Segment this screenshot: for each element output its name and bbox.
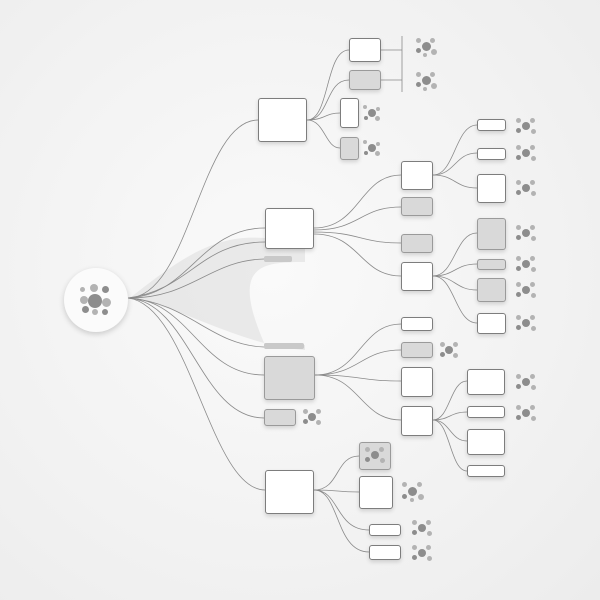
dot-cluster-icon: [514, 143, 538, 165]
dot-cluster-icon: [514, 116, 538, 138]
dot-cluster-icon: [410, 543, 434, 565]
leaf-node-2a2[interactable]: [477, 148, 506, 160]
branch-node-2[interactable]: [265, 208, 314, 249]
dot-cluster-icon: [514, 254, 538, 276]
dot-cluster-icon: [514, 403, 538, 425]
child-node-3b[interactable]: [401, 342, 433, 358]
child-node-2b[interactable]: [401, 197, 433, 216]
dot-cluster-icon: [410, 518, 434, 540]
leaf-node-2d3[interactable]: [477, 278, 506, 302]
child-node-1b[interactable]: [349, 70, 381, 90]
child-node-3-side[interactable]: [264, 409, 296, 426]
leaf-node-3d2[interactable]: [467, 406, 505, 418]
leaf-node-3d4[interactable]: [467, 465, 505, 477]
leaf-node-2a3[interactable]: [477, 174, 506, 203]
child-node-4c[interactable]: [369, 524, 401, 536]
dot-cluster-icon: [362, 104, 382, 124]
leaf-node-3d3[interactable]: [467, 429, 505, 455]
child-node-3a[interactable]: [401, 317, 433, 331]
dot-cluster-icon: [514, 178, 538, 200]
leaf-node-2d2[interactable]: [477, 259, 506, 270]
root-node[interactable]: [64, 268, 128, 332]
child-node-3c[interactable]: [401, 367, 433, 397]
dot-cluster-icon: [301, 407, 323, 429]
dot-cluster-icon: [514, 223, 538, 245]
child-node-2d[interactable]: [401, 262, 433, 291]
child-node-1d[interactable]: [340, 137, 359, 160]
dot-cluster-icon: [438, 340, 460, 362]
child-node-1a[interactable]: [349, 38, 381, 62]
dot-cluster-icon: [414, 70, 438, 92]
dot-cluster-icon: [514, 313, 538, 335]
child-node-2c[interactable]: [401, 234, 433, 253]
dot-cluster-icon: [514, 280, 538, 302]
child-node-1c[interactable]: [340, 98, 359, 128]
branch-node-1[interactable]: [258, 98, 307, 142]
branch-node-3[interactable]: [264, 356, 315, 400]
dot-cluster-icon: [362, 139, 382, 159]
child-node-3d[interactable]: [401, 406, 433, 436]
branch-node-4[interactable]: [265, 470, 314, 514]
leaf-node-2a1[interactable]: [477, 119, 506, 131]
child-node-4d[interactable]: [369, 545, 401, 560]
leaf-node-3d1[interactable]: [467, 369, 505, 395]
branch-label-2: [264, 256, 292, 262]
dot-cluster-icon: [414, 36, 438, 58]
dot-cluster-icon: [514, 372, 538, 394]
branch-label-3: [264, 343, 304, 349]
child-node-4b[interactable]: [359, 476, 393, 509]
child-node-2a[interactable]: [401, 161, 433, 190]
dot-cluster-icon: [78, 282, 114, 318]
dot-cluster-icon: [363, 445, 387, 467]
child-node-4a[interactable]: [359, 442, 391, 470]
leaf-node-2d1[interactable]: [477, 218, 506, 250]
dot-cluster-icon: [400, 480, 426, 504]
leaf-node-2d4[interactable]: [477, 313, 506, 334]
